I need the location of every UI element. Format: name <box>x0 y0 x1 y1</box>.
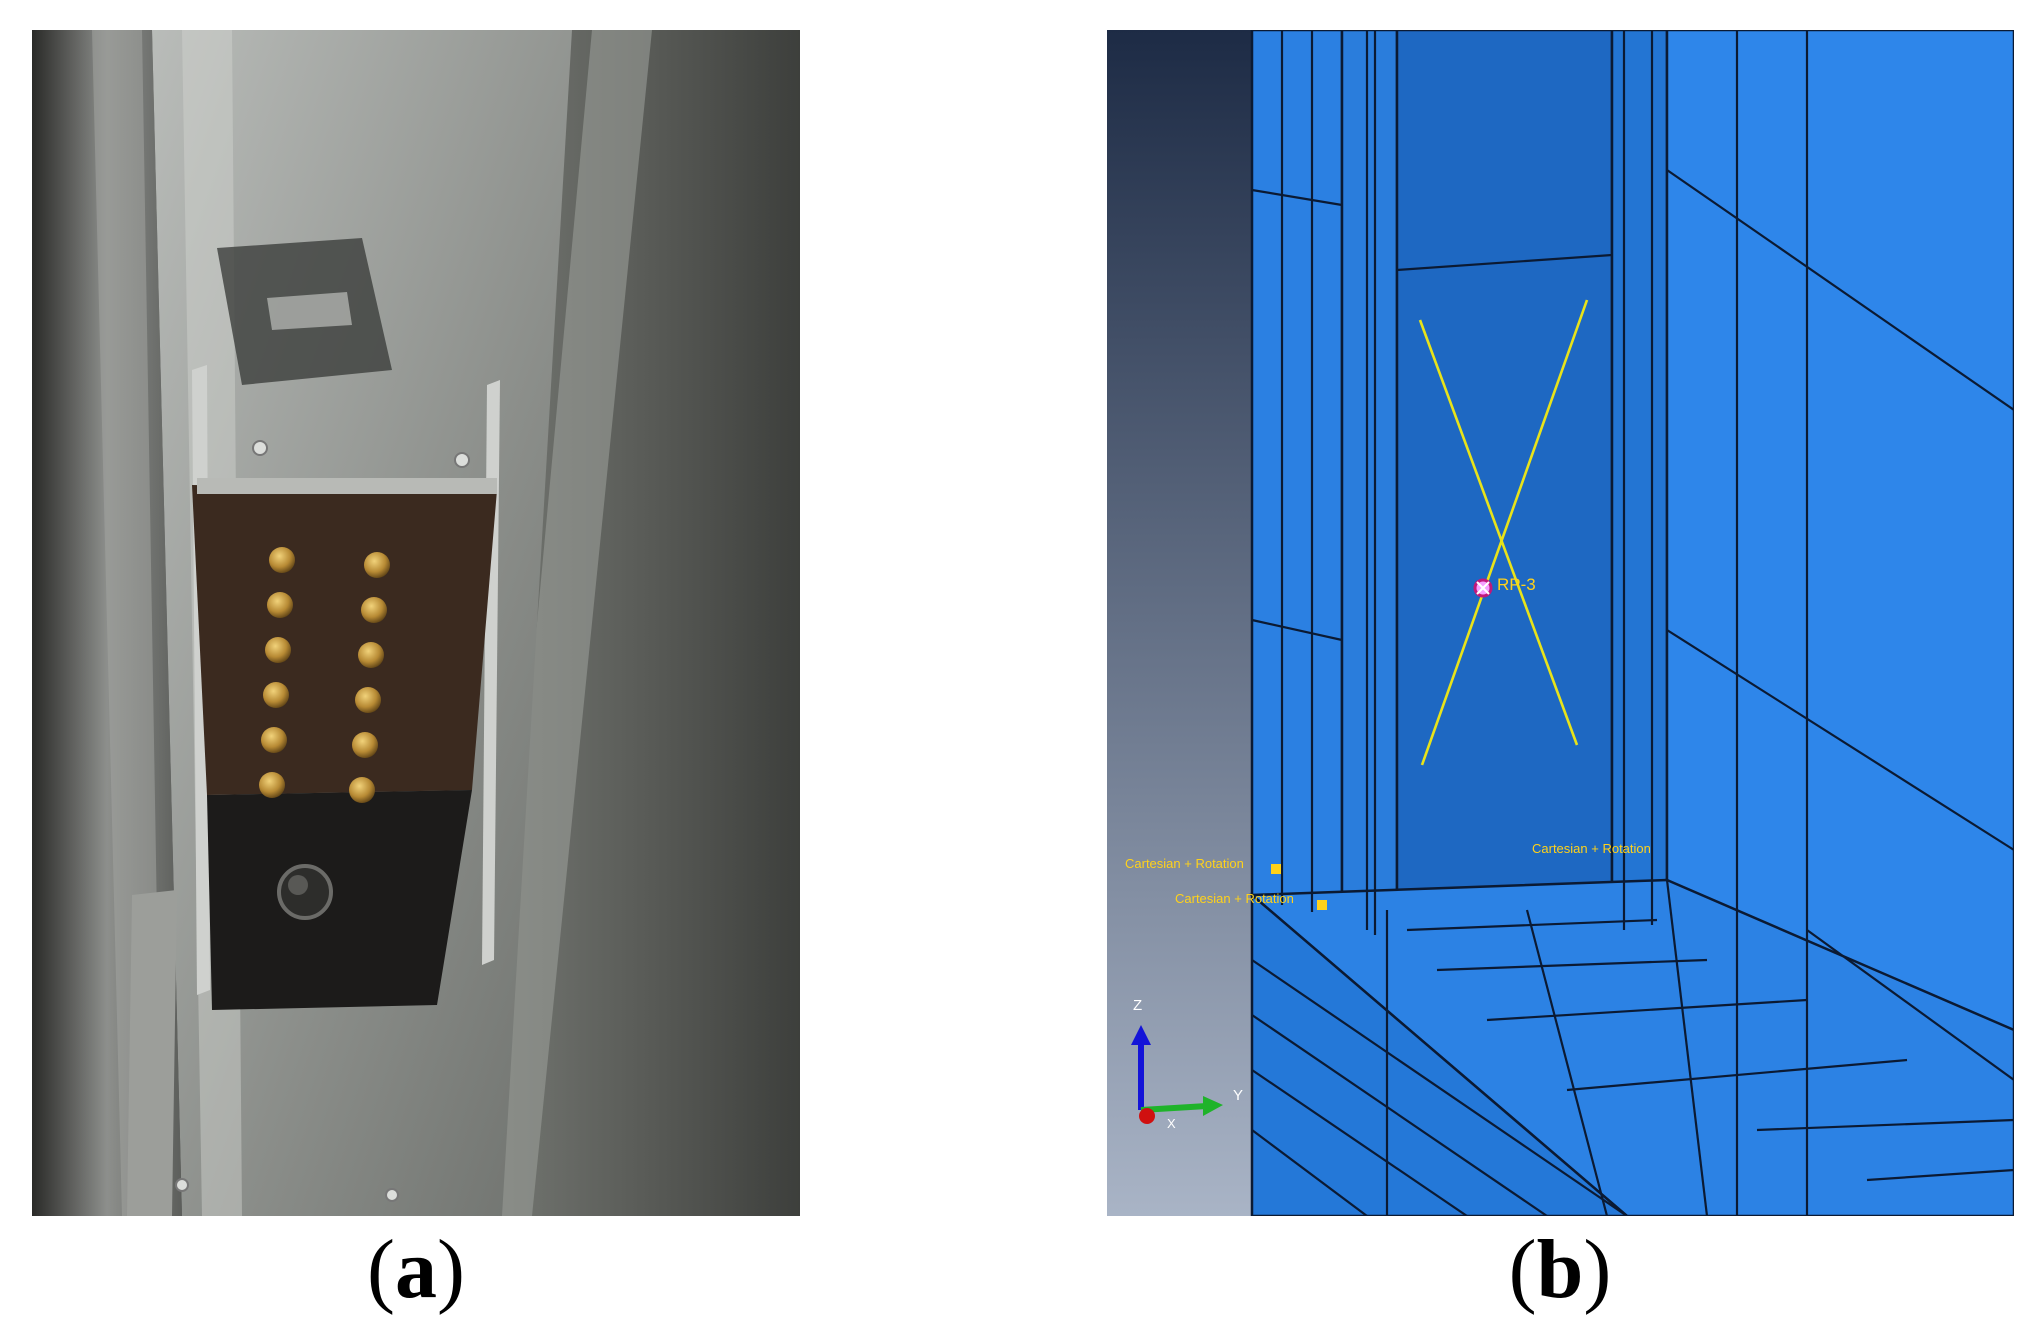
specimen-photo <box>32 30 800 1216</box>
caption-b-letter: b <box>1536 1223 1584 1316</box>
reference-point-marker <box>1473 578 1493 598</box>
axis-label-x: X <box>1167 1116 1176 1131</box>
connector-markers <box>1271 864 1327 910</box>
mesh-lines <box>1251 30 2014 1216</box>
mesh-face <box>1340 30 1399 942</box>
connector-label-3: Cartesian + Rotation <box>1532 841 1651 856</box>
axis-label-z: Z <box>1133 997 1142 1014</box>
connector-label-2: Cartesian + Rotation <box>1175 891 1294 906</box>
fe-model-panel: RP-3 Cartesian + Rotation Cartesian + Ro… <box>1107 30 2014 1216</box>
bolt-group <box>259 547 390 803</box>
caption-a: (a) <box>367 1223 465 1316</box>
fe-model-view: RP-3 Cartesian + Rotation Cartesian + Ro… <box>1107 30 2014 1216</box>
mesh-face <box>1250 30 1344 922</box>
coupling-wire <box>1418 299 1589 766</box>
mesh-face <box>1395 30 1614 912</box>
caption-a-letter: a <box>395 1223 437 1316</box>
mesh-face <box>1250 892 1629 1216</box>
fe-mesh <box>1248 30 2014 1216</box>
reference-point-label: RP-3 <box>1497 575 1536 594</box>
connector-label-1: Cartesian + Rotation <box>1125 856 1244 871</box>
photo-panel <box>32 30 800 1216</box>
caption-b: (b) <box>1508 1223 1612 1316</box>
axis-label-y: Y <box>1233 1087 1243 1104</box>
axis-triad <box>1131 1025 1223 1124</box>
mesh-face <box>1610 30 1669 887</box>
